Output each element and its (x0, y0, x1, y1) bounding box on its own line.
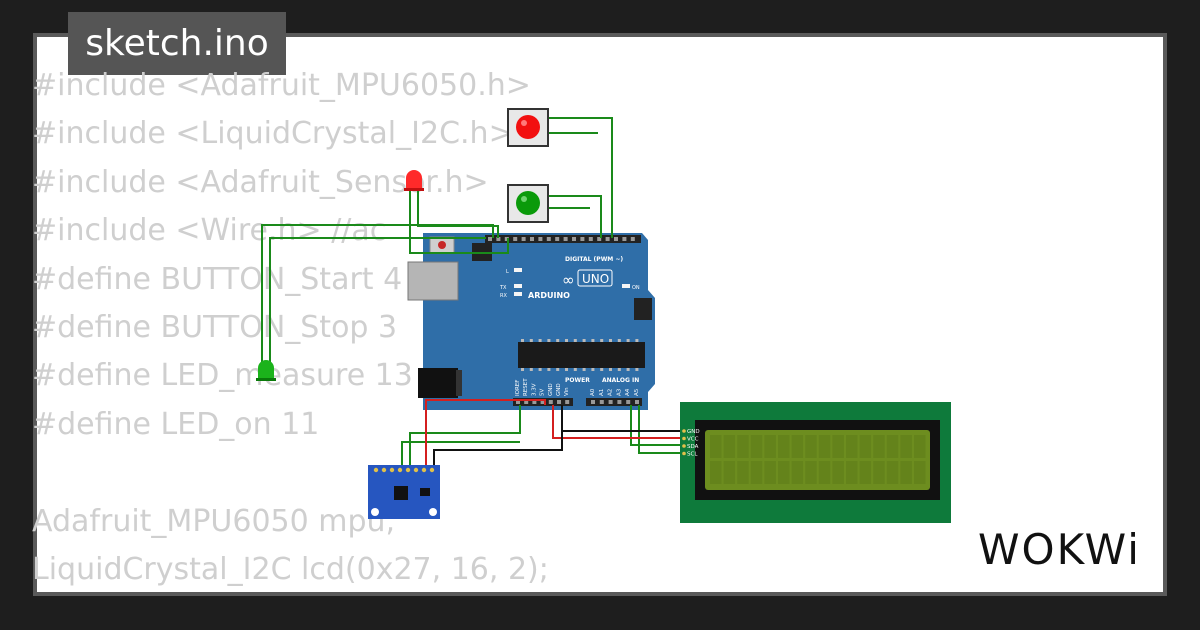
code-line: LiquidCrystal_I2C lcd(0x27, 16, 2); (32, 551, 549, 587)
file-tab-label: sketch.ino (85, 23, 269, 64)
rx-label: RX (500, 293, 507, 299)
code-line: Adafruit_MPU6050 mpu; (32, 503, 396, 539)
mpu6050-module[interactable] (368, 465, 440, 519)
code-line: #define BUTTON_Start 4 (32, 261, 403, 297)
lcd-pin-label: SCL (687, 452, 698, 458)
lcd-pin-label: GND (687, 429, 700, 435)
wire-lcd-sda (630, 405, 682, 446)
wire-stop-button (548, 195, 602, 238)
power-pin-label: 3.3V (531, 383, 537, 396)
analog-label: ANALOG IN (602, 377, 639, 384)
power-pin-label: RESET (523, 378, 529, 396)
start-button-red[interactable] (507, 108, 549, 147)
code-line: #define BUTTON_Stop 3 (32, 309, 398, 345)
code-line: #include <LiquidCrystal_I2C.h> (32, 116, 514, 152)
tx-label: TX (499, 285, 507, 291)
power-label: POWER (565, 377, 590, 384)
wire-gnd-lcd (561, 405, 682, 432)
analog-pin-label: A0 (590, 388, 596, 396)
analog-pin-label: A5 (634, 388, 640, 396)
wire-green-led (261, 224, 494, 362)
infinity-logo-icon: ∞ (562, 271, 575, 289)
code-line: #include <Adafruit_Sensor.h> (32, 164, 489, 200)
analog-pin-label: A4 (625, 388, 631, 396)
led-l-label: L (506, 269, 509, 275)
power-pin-label: GND (548, 383, 554, 396)
wokwi-logo-text: WOKWi (978, 525, 1141, 574)
power-pin-label: GND (556, 383, 562, 396)
wires (261, 117, 682, 467)
power-pin-label: Vin (564, 387, 570, 396)
lcd-pin-label: VCC (687, 437, 699, 443)
file-tab[interactable]: sketch.ino (68, 12, 286, 75)
digital-label: DIGITAL (PWM ~) (565, 256, 623, 263)
code-line: #include <Wire.h> //ac (32, 213, 387, 249)
power-pin-label: 5V (540, 389, 546, 396)
code-preview: #include <Adafruit_MPU6050.h> #include <L… (32, 62, 549, 594)
on-label: ON (632, 285, 640, 291)
arduino-uno-board[interactable]: DIGITAL (PWM ~) ∞ ARDUINO UNO L TX RX ON… (407, 233, 655, 410)
code-line: #include <Adafruit_MPU6050.h> (32, 68, 531, 103)
wire-start-button (548, 117, 613, 238)
red-led[interactable] (404, 170, 424, 191)
code-line: #define LED_on 11 (32, 406, 320, 442)
wire-gnd-mpu (433, 405, 563, 467)
board-model: UNO (582, 272, 609, 286)
green-led[interactable] (256, 360, 276, 381)
stop-button-green[interactable] (507, 184, 549, 223)
board-brand: ARDUINO (528, 291, 570, 300)
analog-pin-label: A1 (599, 389, 605, 396)
power-pin-label: IOREF (515, 380, 521, 396)
wire-5v-lcd (552, 405, 682, 439)
analog-pin-label: A2 (608, 389, 614, 396)
wire-lcd-scl (638, 405, 682, 454)
wokwi-logo: WOKWi (978, 525, 1141, 574)
analog-pin-label: A3 (616, 388, 622, 396)
atmega-chip (518, 342, 645, 368)
wire-red-led (409, 190, 509, 254)
wire-mpu-gnd (409, 405, 521, 467)
wire-5v-mpu (425, 399, 546, 467)
lcd-pin-label: SDA (687, 444, 699, 450)
